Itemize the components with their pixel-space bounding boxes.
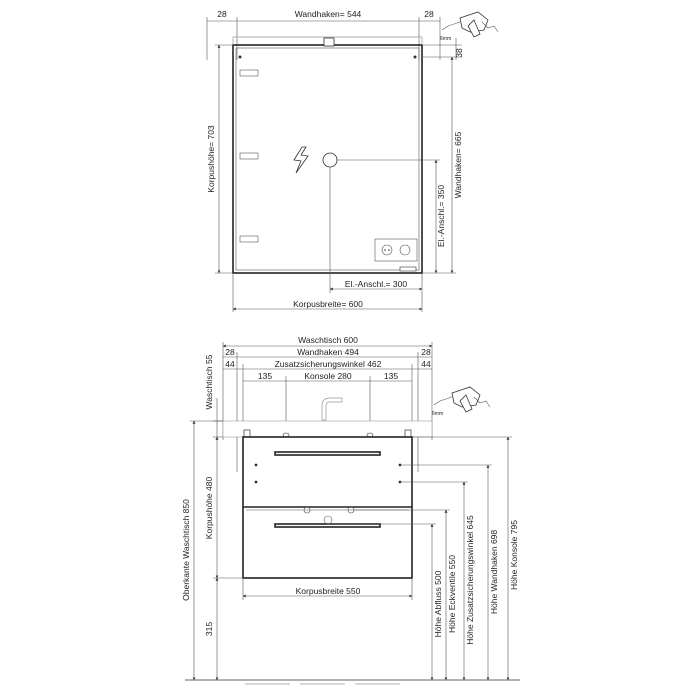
electric-connection-point [322,152,338,168]
drill-size-note-bottom: 6mm [432,411,443,417]
angle-valve-height-label: Höhe Eckventile 550 [447,555,457,633]
electric-offset-label: El.-Anschl.= 300 [345,279,407,289]
vanity-body-height-label: Korpushöhe 480 [204,477,214,540]
top-left-margin-label: 28 [217,9,227,19]
washbasin-depth-label: Waschtisch 55 [204,354,214,409]
lightning-icon [293,146,309,174]
vanity-body-width-label: Korpusbreite 550 [296,586,361,596]
electric-offset-dimension: El.-Anschl.= 300 [329,167,423,312]
hooks-height-lower-dimension: Höhe Wandhaken 698 [400,464,499,681]
vanity-body-width-dimension: Korpusbreite 550 [242,578,413,600]
hooks-width-label: Wandhaken 494 [297,347,359,357]
hinge-bottom [239,235,259,243]
hooks-width-dimension: 28 Wandhaken 494 28 [222,342,433,472]
bracket-width-dimension: 44 Zusatzsicherungswinkel 462 44 [223,359,432,430]
console-right-label: 135 [384,371,398,381]
console-height-dimension: Höhe Konsole 795 [412,436,519,681]
washbasin-top-height-dimension: Oberkante Waschtisch 850 [181,420,223,681]
top-width-dimension: 28 Wandhaken= 544 28 [206,9,441,60]
wall-hook-right [413,55,417,59]
floor-gap-dimension: 315 [204,577,219,681]
washbasin [222,397,433,438]
console-left-label: 135 [258,371,272,381]
drawer-handle-top [274,451,381,456]
bracket-height-label: Höhe Zusatzsicherungswinkel 645 [465,515,475,645]
top-offset-dimension: 38 [422,38,464,60]
body-width-dimension: Korpusbreite= 600 [232,273,423,312]
bracket-right-margin-label: 44 [421,359,431,369]
console-width-label: Konsole 280 [304,371,352,381]
top-hooks-width-label: Wandhaken= 544 [295,9,362,19]
floor-gap-label: 315 [204,622,214,636]
bracket-height-dimension: Höhe Zusatzsicherungswinkel 645 [400,481,475,681]
hooks-left-margin-label: 28 [225,347,235,357]
angle-valve-left [303,506,311,514]
hinge-middle [239,152,259,160]
faucet-icon [321,397,343,421]
body-height-label: Korpushöhe= 703 [206,125,216,193]
electric-height-label: El.-Anschl.= 350 [436,185,446,247]
light-fixture [323,37,335,47]
drain-point [323,515,333,525]
washbasin-top-height-label: Oberkante Waschtisch 850 [181,499,191,601]
angle-valve-height-dimension: Höhe Eckventile 550 [354,509,457,681]
top-offset-label: 38 [454,48,464,58]
drill-icon: 6mm [440,11,499,42]
bracket-left [254,480,258,484]
bracket-left-margin-label: 44 [225,359,235,369]
console-height-label: Höhe Konsole 795 [509,520,519,590]
top-right-margin-label: 28 [424,9,434,19]
hooks-height-dimension: Wandhaken= 665 [422,56,463,274]
hooks-height-lower-label: Höhe Wandhaken 698 [489,530,499,615]
hinge-top [239,69,259,77]
drawer-handle-bottom [274,523,381,528]
washbasin-width-dimension: Waschtisch 600 [222,335,433,348]
vanity-unit-drawing: Waschtisch 600 28 Wandhaken 494 28 44 Zu… [181,335,520,685]
drill-icon-lower: 6mm [432,386,491,417]
mirror-cabinet-drawing: 28 Wandhaken= 544 28 [206,9,499,312]
mirror-cabinet-inner [235,47,420,271]
washbasin-depth-dimension: Waschtisch 55 [204,354,223,438]
socket-outlet [374,238,418,272]
washbasin-width-label: Waschtisch 600 [298,335,358,345]
wall-hook-left [238,55,242,59]
hooks-right-margin-label: 28 [421,347,431,357]
electric-height-dimension: El.-Anschl.= 350 [336,159,446,274]
drain-height-label: Höhe Abfluss 500 [433,570,443,637]
bracket-width-label: Zusatzsicherungswinkel 462 [275,359,382,369]
drill-size-note-top: 6mm [440,36,451,42]
drain-height-dimension: Höhe Abfluss 500 [328,523,443,681]
wall-hook-left-lower [254,463,258,467]
body-width-label: Korpusbreite= 600 [293,299,363,309]
body-height-dimension: Korpushöhe= 703 [206,44,233,274]
hooks-height-label: Wandhaken= 665 [453,131,463,198]
